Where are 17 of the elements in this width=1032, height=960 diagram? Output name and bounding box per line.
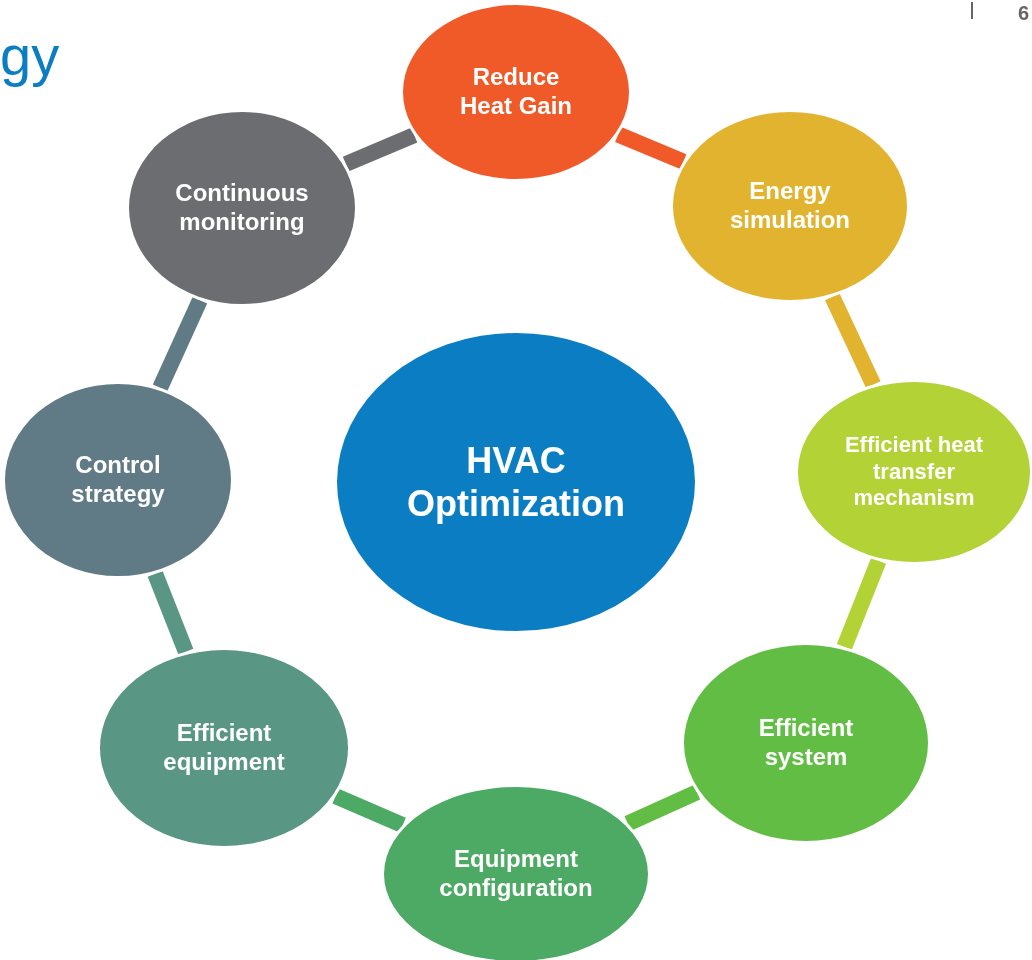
node-label: Control strategy xyxy=(70,451,166,509)
connector-bar xyxy=(825,293,881,388)
node-label: Continuous monitoring xyxy=(174,179,310,237)
node-label: Equipment configuration xyxy=(438,845,594,903)
connector-bar xyxy=(332,788,406,833)
node-label: Efficient system xyxy=(757,714,855,772)
node-label: Efficient heat transfer mechanism xyxy=(843,432,985,512)
page-number: 6 xyxy=(1018,2,1030,25)
connector-bar xyxy=(342,127,418,172)
connector-bar xyxy=(147,570,194,655)
connector-bar xyxy=(615,127,687,169)
node-label: Reduce Heat Gain xyxy=(459,63,573,121)
connector-bar xyxy=(152,296,208,392)
node-label: HVAC Optimization xyxy=(406,438,626,526)
connector-bar xyxy=(836,557,887,650)
node-label: Energy simulation xyxy=(729,177,851,235)
node-label: Efficient equipment xyxy=(162,719,286,777)
